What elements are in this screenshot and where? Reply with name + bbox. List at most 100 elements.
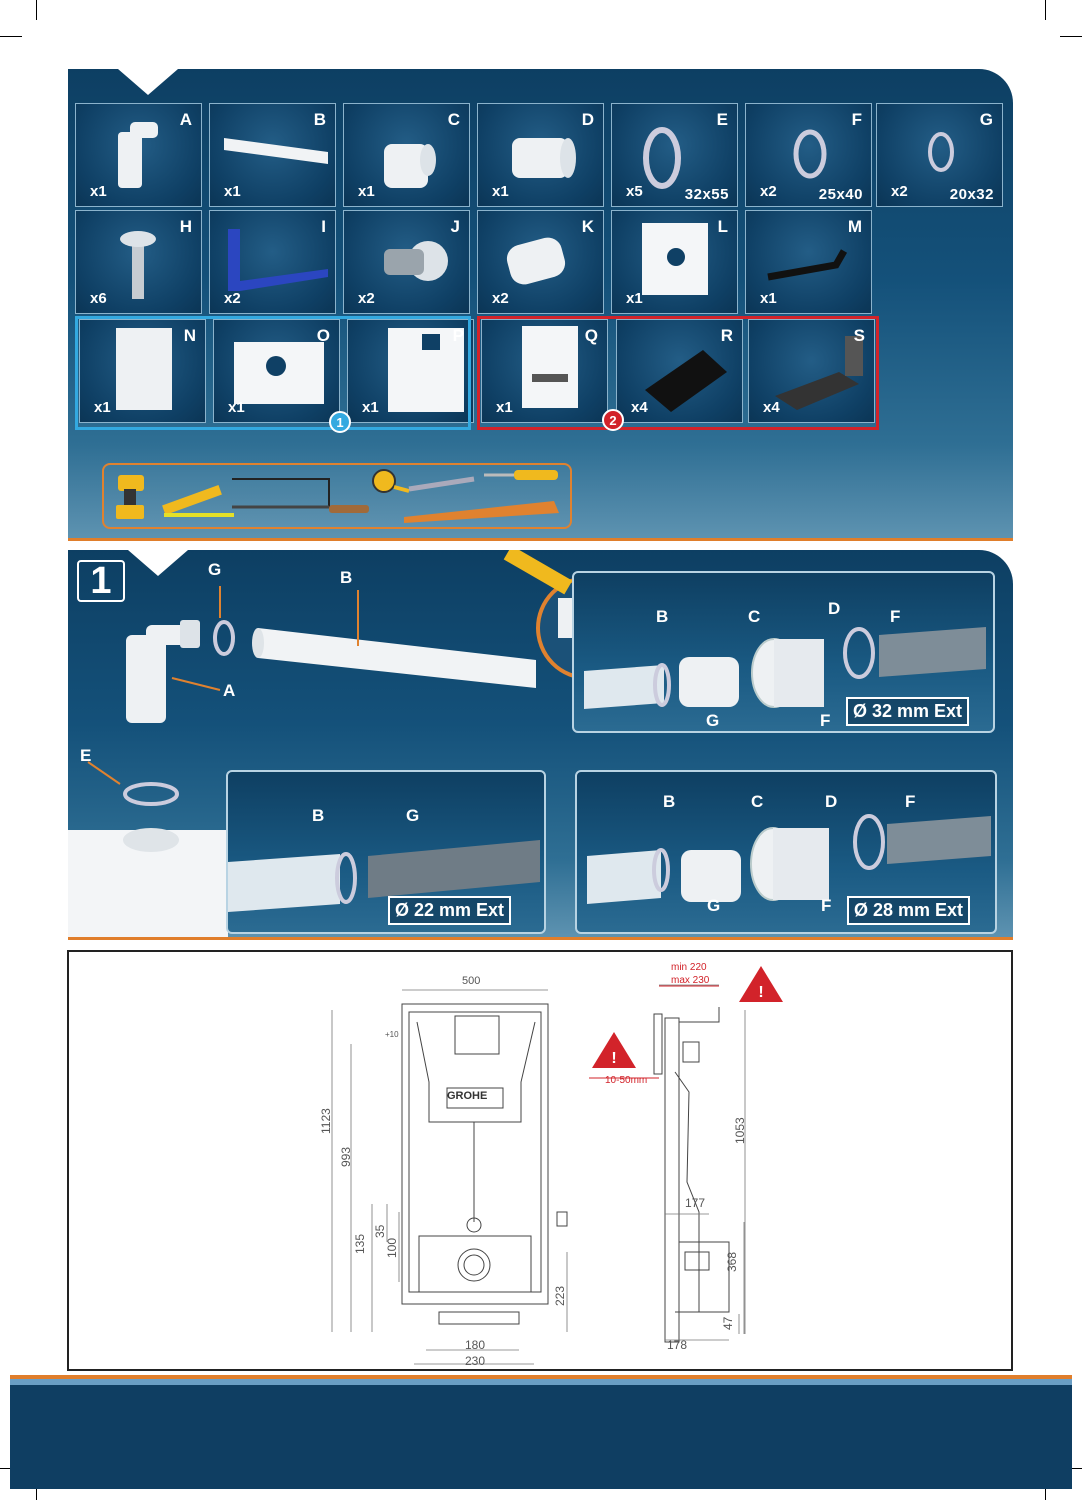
part-quantity: x2	[358, 290, 375, 307]
part-quantity: x5	[626, 183, 643, 200]
inset-32-label-b: B	[656, 607, 669, 626]
part-letter: A	[179, 110, 192, 129]
clamp-g-illustration	[213, 620, 235, 656]
part-quantity: x2	[891, 183, 908, 200]
inset-28-label-g: G	[707, 896, 721, 915]
part-letter: B	[313, 110, 326, 129]
min-label: min 220	[671, 962, 707, 973]
inset-32-label-f1: F	[890, 607, 901, 626]
part-quantity: x1	[228, 399, 245, 416]
crop-mark	[1060, 36, 1082, 37]
pipe-connection-22mm-illustration	[228, 840, 540, 912]
part-letter: D	[581, 110, 594, 129]
part-o-icon	[234, 342, 324, 404]
tools-box	[102, 463, 572, 529]
dim-height-135: 135	[353, 1233, 367, 1254]
diameter-28-label: Ø 28 mm Ext	[847, 896, 971, 925]
drain-unit-illustration	[68, 782, 228, 938]
dimension-drawing: ! ! 500 1123 993 135 35 100 223 180 230 …	[67, 950, 1013, 1371]
pipe-connection-28mm-illustration	[587, 814, 991, 904]
footer-orange-stripe	[10, 1375, 1072, 1379]
elbow-part-illustration	[126, 620, 200, 723]
tools-illustration	[116, 469, 559, 523]
panel-notch	[118, 69, 178, 95]
part-h-icon	[120, 231, 156, 299]
label-b: B	[340, 568, 353, 587]
part-n-icon	[116, 328, 172, 410]
inset-28mm: B C D F G F Ø 28 mm Ext	[575, 770, 997, 934]
part-quantity: x1	[358, 183, 375, 200]
part-b-icon	[224, 138, 328, 164]
dim-width-230: 230	[465, 1354, 486, 1368]
part-size: 25x40	[818, 186, 863, 203]
part-d-icon	[512, 138, 576, 178]
part-quantity: x1	[760, 290, 777, 307]
part-letter: M	[847, 217, 862, 236]
group-one-frame	[75, 316, 471, 430]
utility-knife-icon	[162, 485, 222, 515]
pipe-b-illustration	[252, 628, 536, 688]
part-letter: H	[179, 217, 192, 236]
part-quantity: x2	[760, 183, 777, 200]
part-j-icon	[384, 241, 448, 281]
warning-icon: !	[739, 966, 783, 1002]
part-l-icon	[642, 223, 708, 295]
inset-32-label-c: C	[748, 607, 761, 626]
part-quantity: x1	[94, 399, 111, 416]
range-label: 10-50mm	[605, 1075, 648, 1086]
front-view	[401, 1003, 568, 1325]
diameter-32-label: Ø 32 mm Ext	[846, 697, 970, 726]
screwdriver-icon	[484, 470, 558, 480]
part-e-icon	[643, 127, 681, 189]
svg-text:!: !	[611, 1050, 616, 1067]
part-quantity: x4	[631, 399, 648, 416]
part-letter: E	[716, 110, 728, 129]
part-quantity: x1	[492, 183, 509, 200]
part-size: 20x32	[949, 186, 994, 203]
crop-mark	[1045, 0, 1046, 20]
inset-22-label-g: G	[406, 806, 420, 825]
part-quantity: x6	[90, 290, 107, 307]
dim-height-993: 993	[339, 1146, 353, 1167]
step-one-panel: 1 G B	[68, 550, 1013, 938]
part-letter: O	[316, 326, 330, 345]
side-dimension-lines	[659, 984, 746, 1341]
part-letter: C	[447, 110, 460, 129]
footer-blue-stripe	[10, 1379, 1072, 1385]
part-letter: K	[581, 217, 594, 236]
part-q-icon	[522, 326, 578, 408]
part-letter: S	[853, 326, 865, 345]
part-quantity: x1	[224, 183, 241, 200]
part-letter: R	[720, 326, 733, 345]
inset-22-label-b: B	[312, 806, 325, 825]
dim-width-180: 180	[465, 1338, 486, 1352]
inset-28-label-d: D	[825, 792, 838, 811]
part-f-icon	[793, 129, 827, 179]
inset-28-label-c: C	[751, 792, 764, 811]
part-quantity: x1	[626, 290, 643, 307]
wrench-icon	[408, 476, 475, 492]
inset-28-label-f1: F	[905, 792, 916, 811]
crop-mark	[1045, 1478, 1046, 1500]
part-s-icon	[775, 336, 863, 410]
step-number: 1	[77, 560, 125, 602]
dim-width-178: 178	[667, 1338, 688, 1352]
dim-height-47: 47	[721, 1316, 735, 1330]
svg-text:!: !	[758, 984, 763, 1001]
diameter-22-label: Ø 22 mm Ext	[388, 896, 512, 925]
inset-22mm: B G Ø 22 mm Ext	[226, 770, 546, 934]
part-r-icon	[645, 350, 727, 412]
crop-mark	[36, 1478, 37, 1500]
